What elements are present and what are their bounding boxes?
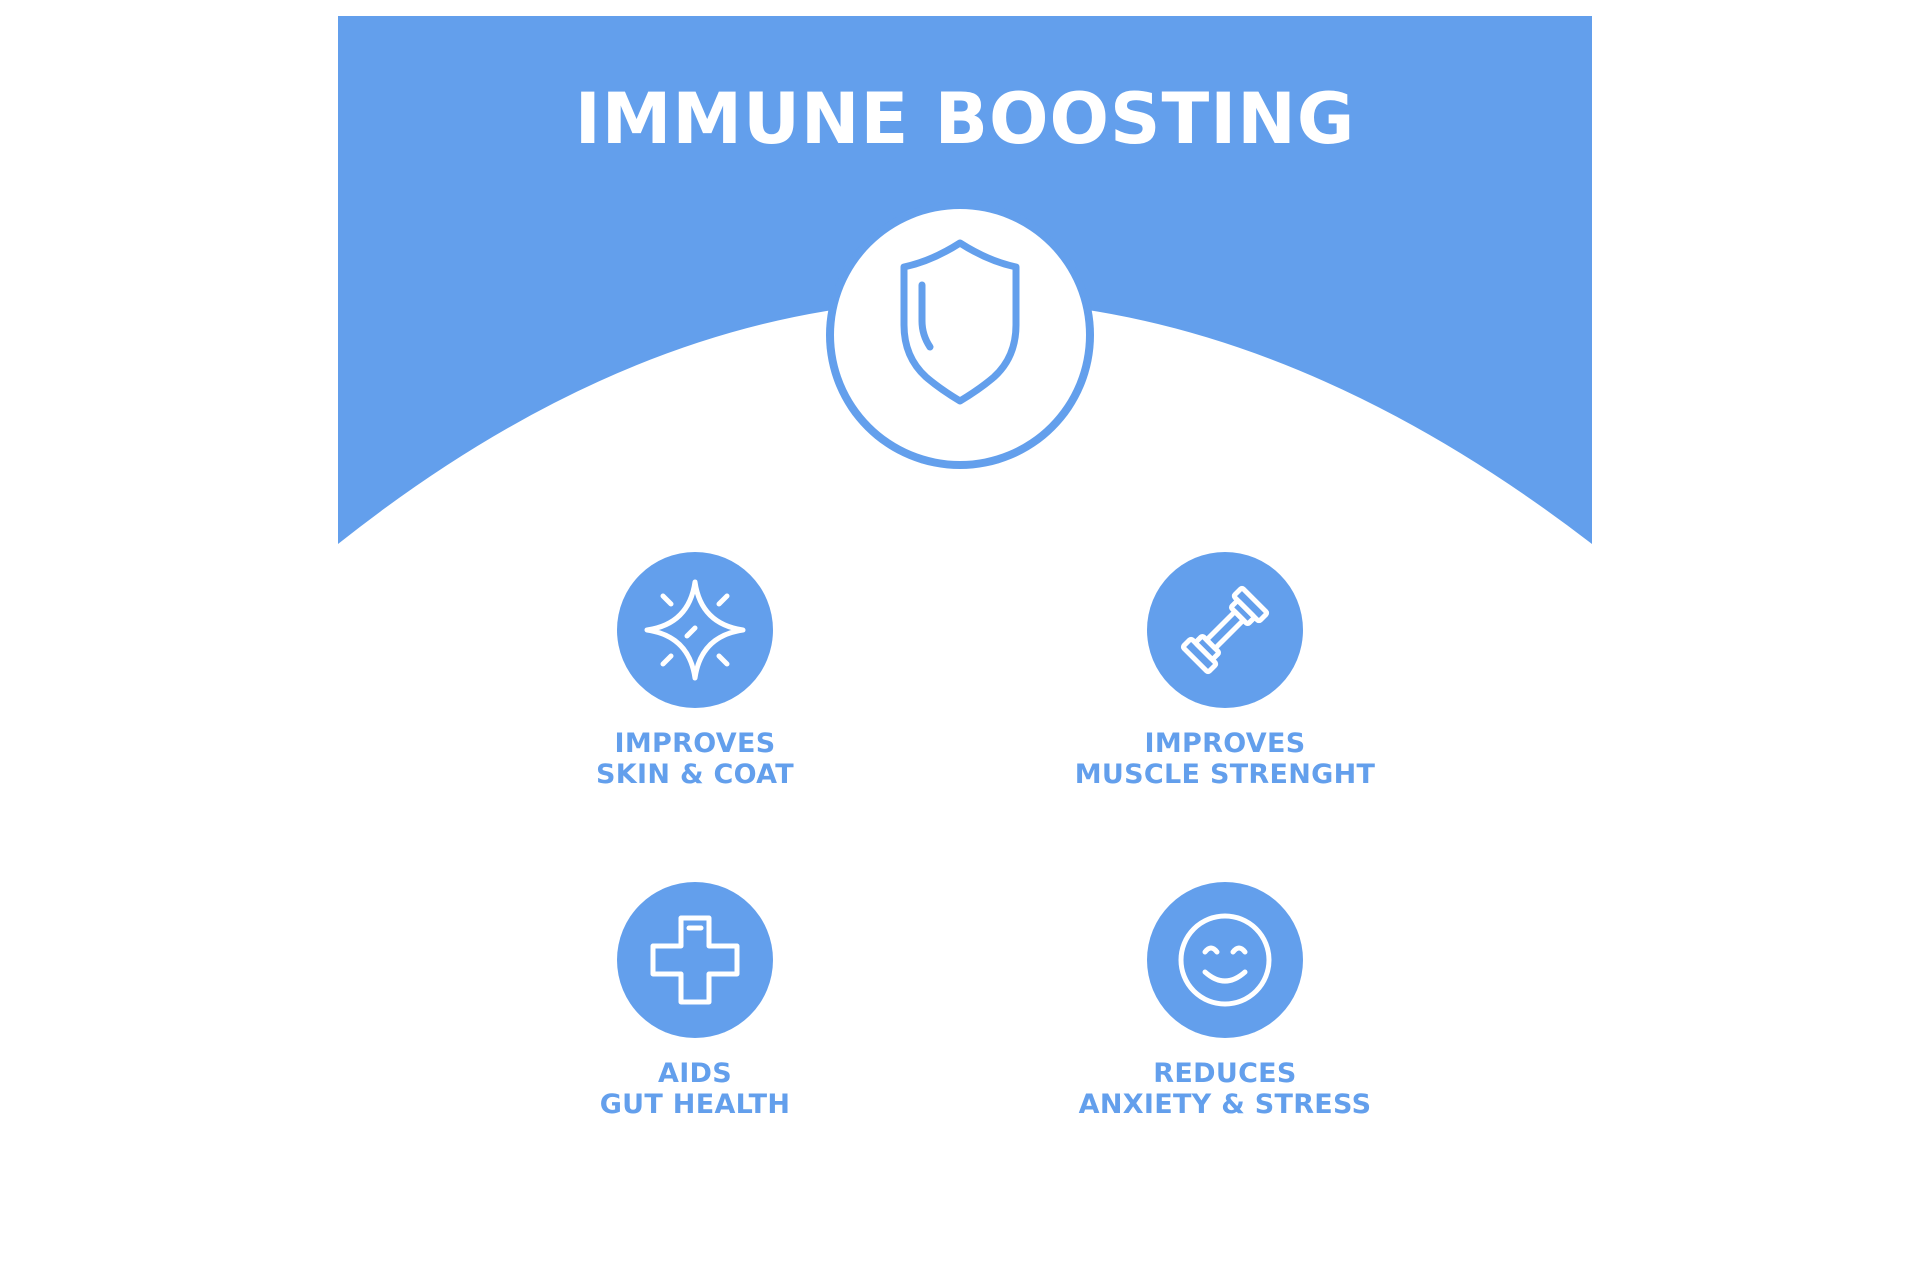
smiley-face-icon xyxy=(1147,882,1303,1038)
sparkle-icon xyxy=(617,552,773,708)
benefit-label: REDUCES ANXIETY & STRESS xyxy=(1078,1058,1372,1120)
shield-icon xyxy=(826,201,1094,469)
benefit-gut-health: AIDS GUT HEALTH xyxy=(485,882,905,1120)
benefit-skin-coat: IMPROVES SKIN & COAT xyxy=(485,552,905,790)
medical-cross-icon xyxy=(617,882,773,1038)
benefit-label: IMPROVES MUSCLE STRENGHT xyxy=(1074,728,1376,790)
page-title: IMMUNE BOOSTING xyxy=(574,78,1356,160)
benefit-label: AIDS GUT HEALTH xyxy=(599,1058,791,1120)
shield-badge xyxy=(822,197,1098,473)
benefit-muscle-strength: IMPROVES MUSCLE STRENGHT xyxy=(1015,552,1435,790)
benefit-anxiety-stress: REDUCES ANXIETY & STRESS xyxy=(1015,882,1435,1120)
dumbbell-icon xyxy=(1147,552,1303,708)
benefit-label: IMPROVES SKIN & COAT xyxy=(596,728,794,790)
